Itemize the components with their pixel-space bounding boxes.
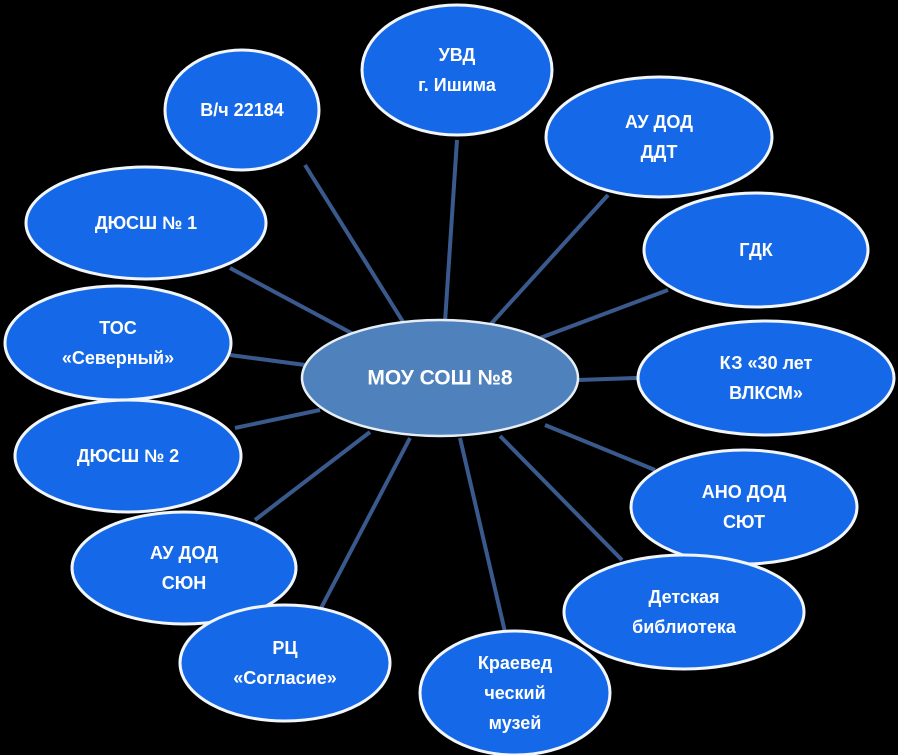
- node-label-au-dod-ddt-line-1: АУ ДОД: [625, 112, 693, 132]
- node-ellipse-rc: [178, 603, 392, 723]
- node-ano-dod-syut: АНО ДОД СЮТ: [629, 448, 859, 566]
- connector-kz: [577, 376, 638, 382]
- connector-dyussh-1: [229, 266, 356, 337]
- node-vch: В/ч 22184: [163, 48, 321, 172]
- connector-gdk: [539, 288, 669, 340]
- node-label-gdk-line-1: ГДК: [739, 240, 774, 260]
- node-rc: РЦ «Согласие»: [178, 603, 392, 723]
- node-label-au-dod-syun-line-2: СЮН: [162, 573, 207, 593]
- node-ellipse-dyussh-2: [13, 398, 243, 514]
- node-ellipse-dyussh-1: [24, 165, 268, 281]
- node-label-ano-dod-syut-line-2: СЮТ: [723, 512, 765, 532]
- node-gdk: ГДК: [642, 191, 870, 309]
- node-ellipse-tos: [3, 284, 233, 402]
- connector-ano-dod-syut: [544, 423, 656, 472]
- node-dyussh-2: ДЮСШ № 2: [13, 398, 243, 514]
- connectors: [229, 139, 669, 633]
- node-ellipse-library: [562, 553, 806, 671]
- node-au-dod-ddt: АУ ДОД ДДТ: [544, 75, 774, 199]
- node-library: Детская библиотека: [562, 553, 806, 671]
- node-label-museum-line-3: музей: [489, 713, 542, 733]
- connector-vch: [303, 163, 407, 327]
- node-label-dyussh-1-line-1: ДЮСШ № 1: [95, 213, 197, 233]
- center-ellipse: [300, 318, 580, 438]
- node-label-uvd-line-1: УВД: [439, 45, 476, 65]
- connector-au-dod-syun: [253, 430, 372, 522]
- node-label-uvd-line-2: г. Ишима: [418, 75, 497, 95]
- node-label-au-dod-ddt-line-2: ДДТ: [641, 142, 678, 162]
- connector-tos: [229, 353, 306, 367]
- node-ellipse-uvd: [360, 3, 554, 137]
- center-label: МОУ СОШ №8: [367, 367, 513, 390]
- connector-uvd: [443, 139, 459, 323]
- connector-au-dod-ddt: [488, 193, 610, 327]
- connector-dyussh-2: [234, 408, 321, 430]
- node-ellipse-vch: [163, 48, 321, 172]
- node-ellipse-gdk: [642, 191, 870, 309]
- node-tos: ТОС «Северный»: [3, 284, 233, 402]
- node-uvd: УВД г. Ишима: [360, 3, 554, 137]
- node-ellipse-au-dod-syun: [70, 510, 298, 626]
- node-label-vch-line-1: В/ч 22184: [200, 100, 284, 120]
- connector-library: [498, 434, 624, 562]
- node-label-ano-dod-syut-line-1: АНО ДОД: [702, 482, 787, 502]
- node-au-dod-syun: АУ ДОД СЮН: [70, 510, 298, 626]
- node-label-kz-line-2: ВЛКСМ»: [729, 383, 803, 403]
- node-label-tos-line-2: «Северный»: [62, 348, 174, 368]
- node-label-kz-line-1: КЗ «30 лет: [720, 353, 813, 373]
- node-label-rc-line-2: «Согласие»: [233, 668, 337, 688]
- connector-rc: [318, 437, 412, 611]
- node-museum: Краевед ческий музей: [418, 629, 612, 755]
- node-label-tos-line-1: ТОС: [99, 318, 137, 338]
- node-label-library-line-2: библиотека: [632, 617, 737, 637]
- node-label-au-dod-syun-line-1: АУ ДОД: [150, 543, 218, 563]
- node-label-library-line-1: Детская: [649, 587, 720, 607]
- center-node: МОУ СОШ №8: [300, 318, 580, 438]
- node-ellipse-au-dod-ddt: [544, 75, 774, 199]
- node-ellipse-museum: [418, 629, 612, 755]
- connector-museum: [458, 437, 507, 633]
- node-label-dyussh-2-line-1: ДЮСШ № 2: [77, 446, 179, 466]
- node-dyussh-1: ДЮСШ № 1: [24, 165, 268, 281]
- node-ellipse-kz: [636, 319, 896, 437]
- node-label-museum-line-1: Краевед: [478, 653, 553, 673]
- node-label-museum-line-2: ческий: [484, 683, 545, 703]
- node-label-rc-line-1: РЦ: [272, 638, 298, 658]
- node-ellipse-ano-dod-syut: [629, 448, 859, 566]
